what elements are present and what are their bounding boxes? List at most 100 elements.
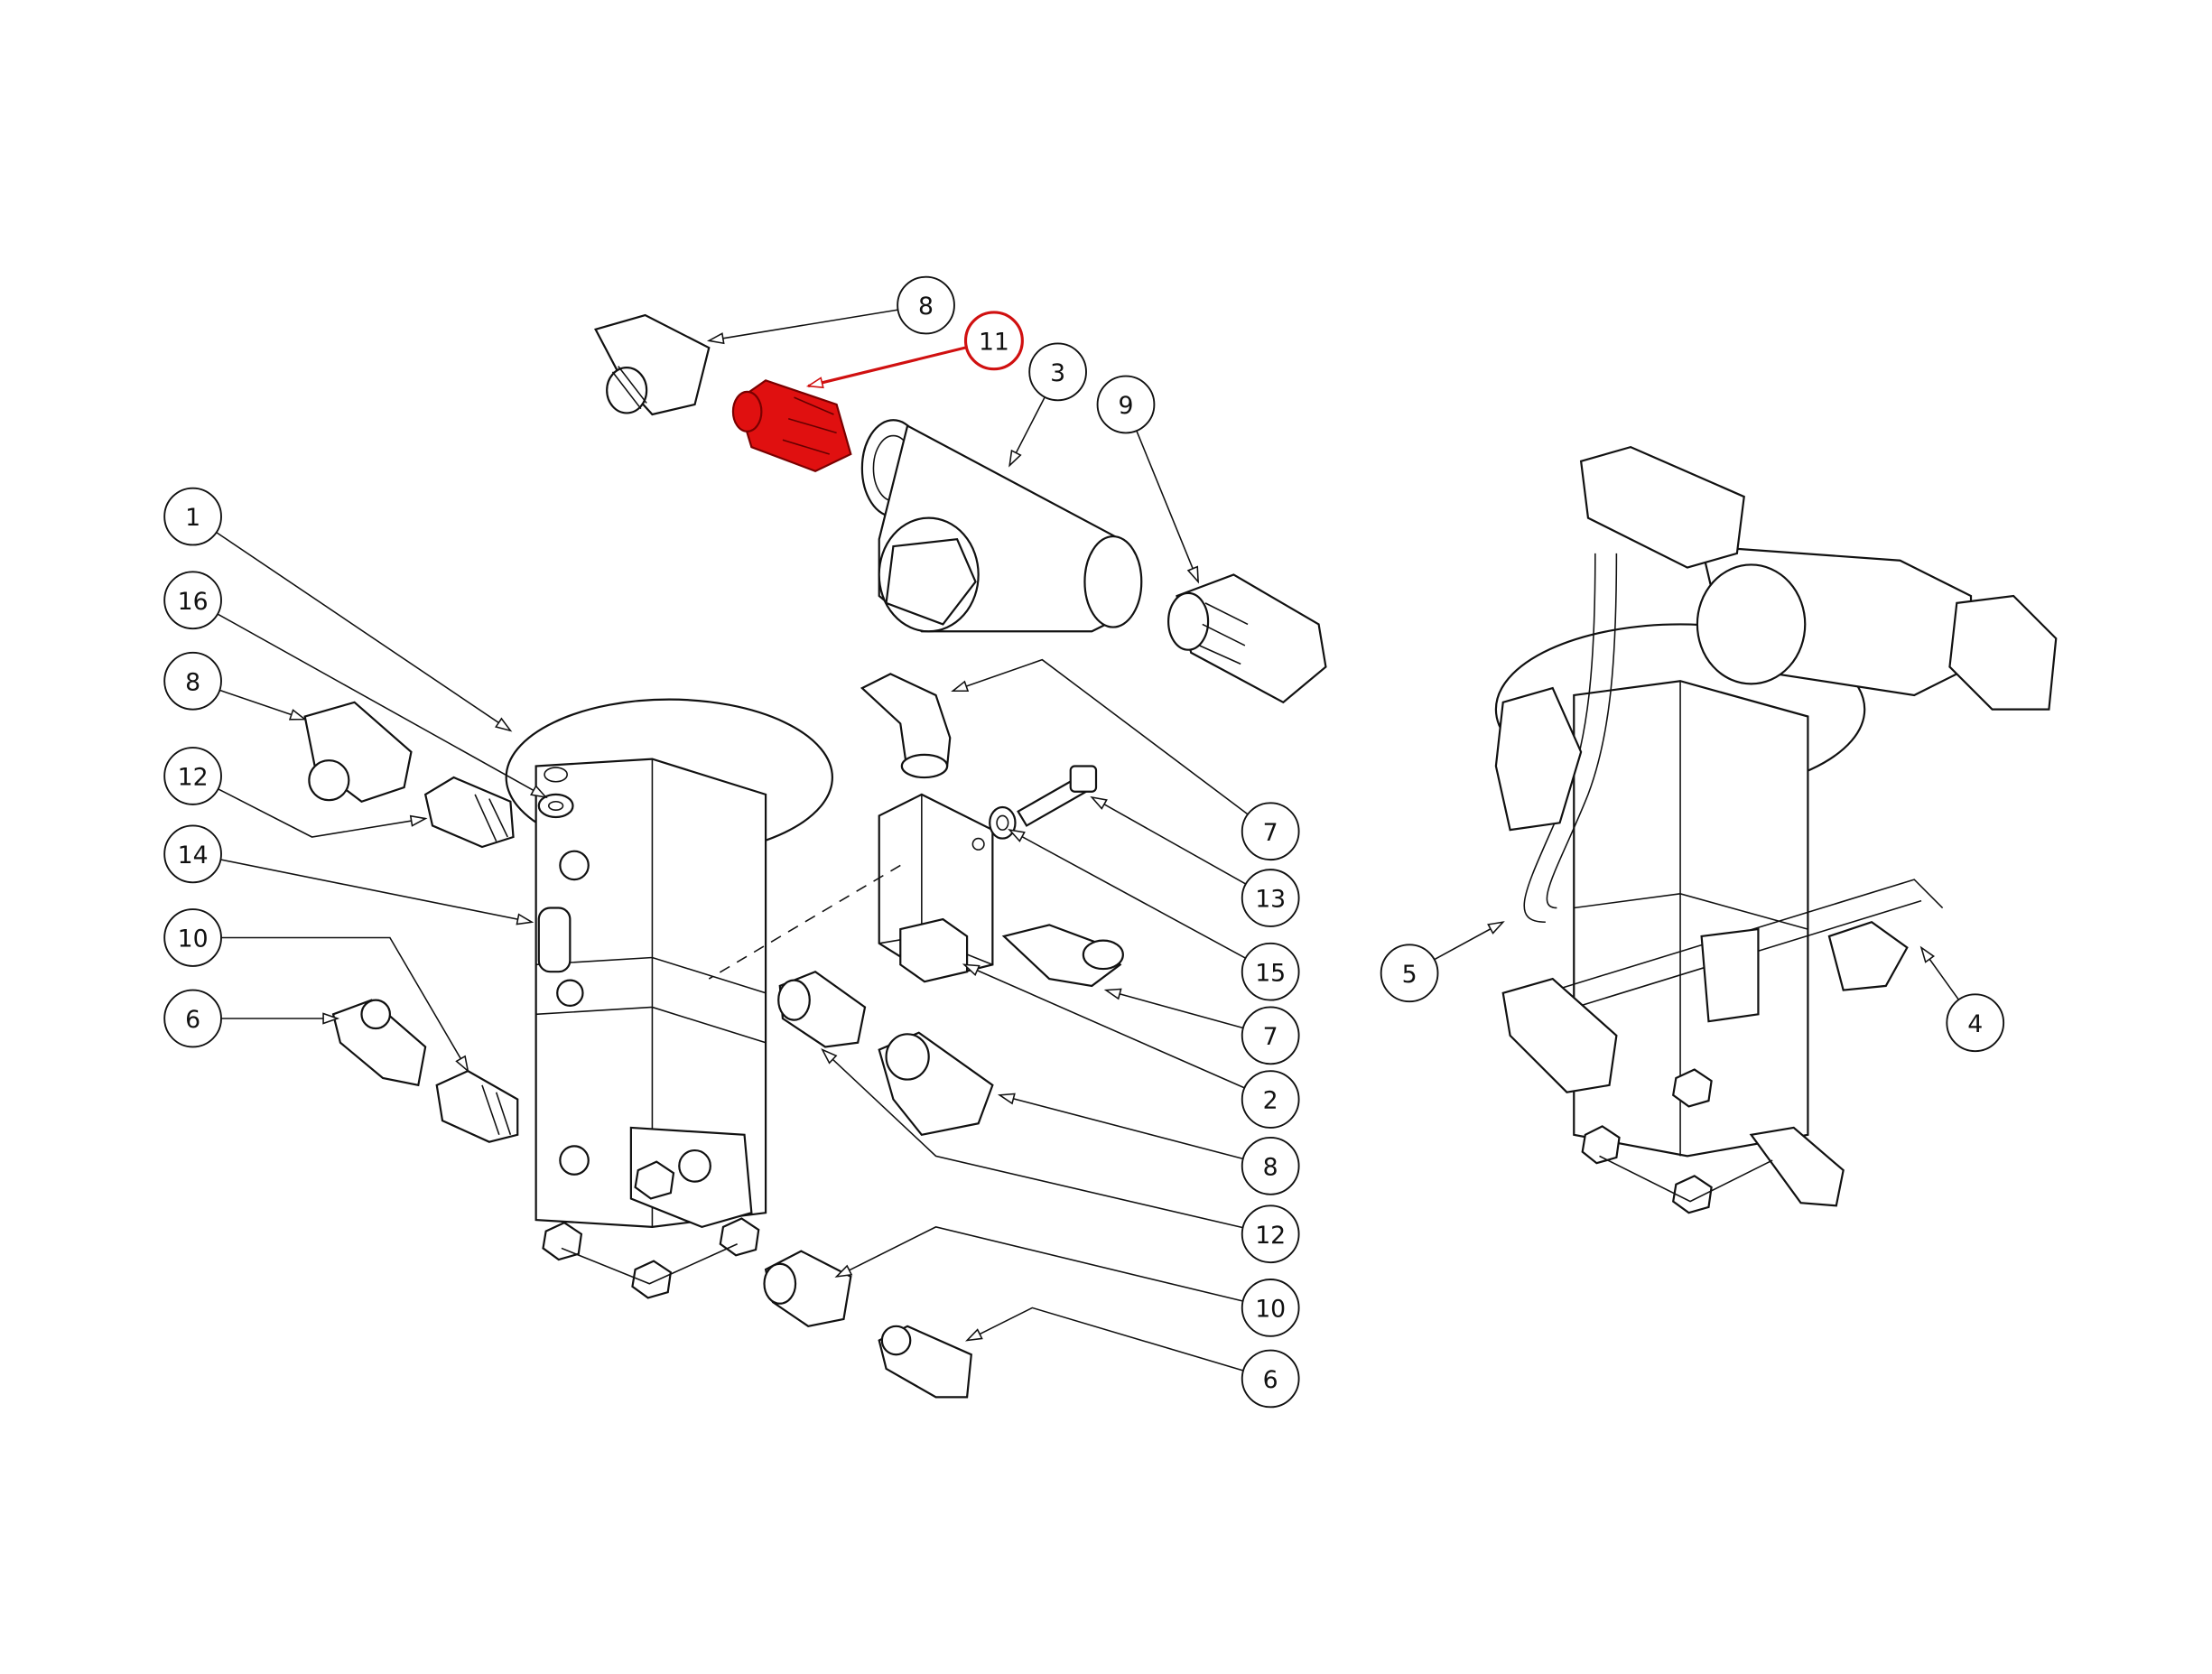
- callout-balloon-9[interactable]: 9: [1096, 375, 1199, 584]
- callout-balloon-10[interactable]: 10: [834, 1226, 1300, 1337]
- leader-line: [1008, 829, 1246, 959]
- leader-arrowhead-icon: [951, 680, 970, 693]
- elbow-fitting-8-left: [303, 701, 413, 803]
- leader-arrowhead-icon: [495, 717, 513, 732]
- fitting-6-left: [331, 999, 427, 1087]
- balloon-label: 4: [1967, 1010, 1983, 1038]
- leader-line: [220, 859, 533, 924]
- elbow-fitting-8-top: [594, 313, 711, 416]
- callout-balloon-11[interactable]: 11: [805, 311, 1024, 389]
- callout-balloon-2[interactable]: 2: [962, 963, 1300, 1129]
- leader-line: [966, 1307, 1244, 1372]
- balloon-label: 15: [1255, 959, 1286, 987]
- balloon-circle: [163, 824, 222, 884]
- assembled-view: [1494, 445, 2058, 1214]
- callout-balloon-12[interactable]: 12: [163, 747, 428, 838]
- balloon-label: 11: [979, 328, 1009, 356]
- leader-line: [999, 1094, 1243, 1160]
- leader-line: [1105, 989, 1244, 1029]
- callout-balloon-8[interactable]: 8: [706, 275, 955, 345]
- leader-line: [807, 346, 967, 388]
- balloon-label: 12: [178, 764, 209, 792]
- washer-15: [989, 805, 1017, 840]
- leader-arrowhead-icon: [288, 709, 307, 721]
- leader-line: [218, 788, 426, 838]
- balloon-label: 14: [178, 842, 209, 870]
- balloon-label: 5: [1402, 961, 1417, 989]
- balloon-label: 6: [1263, 1366, 1278, 1394]
- callout-balloon-13[interactable]: 13: [1090, 795, 1300, 927]
- callout-balloon-14[interactable]: 14: [163, 824, 534, 925]
- balloon-label: 10: [178, 925, 209, 953]
- leader-line: [221, 936, 469, 1072]
- leader-arrowhead-icon: [1487, 921, 1505, 935]
- balloon-label: 13: [1255, 886, 1286, 914]
- callout-balloon-12[interactable]: 12: [821, 1047, 1300, 1264]
- leader-line: [953, 658, 1249, 815]
- balloon-circle: [1380, 944, 1439, 1003]
- fitting-9: [1167, 573, 1327, 704]
- leader-arrowhead-icon: [322, 1012, 340, 1025]
- balloon-circle: [163, 651, 222, 711]
- callout-balloon-3[interactable]: 3: [1008, 342, 1087, 468]
- elbow-fitting-7-lower: [1001, 924, 1124, 988]
- assembly-axis-line: [708, 864, 901, 980]
- balloon-label: 7: [1263, 1023, 1278, 1051]
- balloon-circle: [163, 908, 222, 967]
- callout-balloon-16[interactable]: 16: [163, 571, 548, 799]
- callout-balloon-7[interactable]: 7: [1103, 988, 1300, 1065]
- leader-arrowhead-icon: [1008, 829, 1026, 842]
- balloon-label: 3: [1050, 359, 1065, 387]
- valve-block-2: [878, 793, 994, 983]
- callout-balloon-6[interactable]: 6: [964, 1307, 1300, 1409]
- balloon-circle: [897, 275, 955, 335]
- leader-line: [1091, 796, 1247, 885]
- callout-balloon-6[interactable]: 6: [163, 989, 340, 1048]
- balloon-circle: [1241, 1204, 1300, 1264]
- balloon-circle: [963, 311, 1024, 371]
- balloon-circle: [1241, 1070, 1300, 1129]
- balloon-label: 1: [185, 504, 200, 532]
- balloon-label: 10: [1255, 1295, 1286, 1323]
- balloon-label: 8: [1263, 1153, 1278, 1181]
- balloon-circle: [1946, 993, 2005, 1053]
- fitting-12-right: [777, 970, 867, 1048]
- leader-line: [836, 1226, 1243, 1302]
- leader-line: [1136, 430, 1199, 582]
- leader-arrowhead-icon: [516, 913, 534, 925]
- callout-balloon-5[interactable]: 5: [1380, 921, 1505, 1003]
- balloon-circle: [163, 487, 222, 546]
- leader-arrowhead-icon: [1103, 988, 1122, 1000]
- leader-line: [822, 1049, 1243, 1229]
- adapter-fitting-11-highlighted[interactable]: [731, 379, 852, 473]
- leader-line: [217, 613, 547, 798]
- nuts: [542, 1160, 760, 1299]
- callout-balloon-7[interactable]: 7: [951, 658, 1300, 861]
- leader-arrowhead-icon: [821, 1047, 838, 1065]
- leader-arrowhead-icon: [409, 814, 428, 827]
- balloon-label: 7: [1263, 819, 1278, 847]
- callout-balloon-8[interactable]: 8: [163, 651, 307, 721]
- balloon-circle: [1241, 869, 1300, 927]
- leader-line: [963, 963, 1245, 1089]
- fitting-10-left: [435, 1069, 519, 1143]
- leader-arrowhead-icon: [962, 963, 981, 977]
- callout-balloon-1[interactable]: 1: [163, 487, 513, 732]
- balloon-circle: [1241, 802, 1300, 861]
- balloon-circle: [1028, 342, 1087, 402]
- washer-16: [537, 767, 574, 819]
- exploded-assembly: [303, 313, 1327, 1399]
- pump-body-1: [505, 698, 833, 1299]
- fitting-6-right: [878, 1325, 972, 1399]
- check-valve-3: [860, 419, 1143, 633]
- leader-arrowhead-icon: [706, 332, 725, 345]
- callout-balloon-10[interactable]: 10: [163, 908, 469, 1074]
- balloon-circle: [1241, 1137, 1300, 1195]
- callout-balloon-15[interactable]: 15: [1008, 829, 1300, 1001]
- balloon-circle: [163, 747, 222, 805]
- callout-balloon-8[interactable]: 8: [997, 1093, 1300, 1195]
- callout-balloon-4[interactable]: 4: [1919, 945, 2005, 1053]
- leader-line: [709, 309, 898, 342]
- leader-arrowhead-icon: [1090, 795, 1108, 810]
